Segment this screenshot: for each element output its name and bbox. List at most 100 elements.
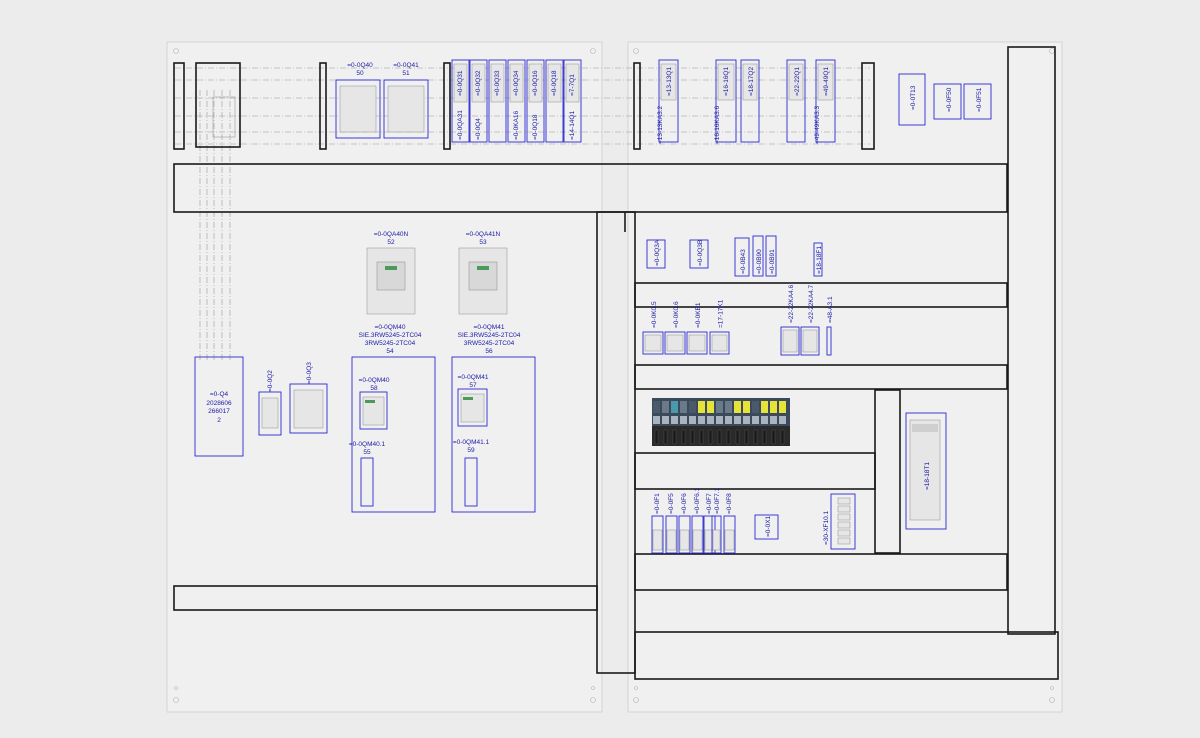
device-slot <box>740 59 760 143</box>
device-tag: =22-22KA4.7 <box>808 284 815 323</box>
relay <box>709 331 730 355</box>
device-tag: =13-13KA3.2 <box>657 105 664 144</box>
contactor-qa40n <box>366 247 416 315</box>
fuse <box>651 515 664 554</box>
device-tag: =0-0QA31 <box>457 110 464 140</box>
device-tag: =0-0Q34 <box>513 70 520 96</box>
device-tag: =49-49Q1 <box>823 67 830 96</box>
svg-text:=0-0Q40: =0-0Q40 <box>347 62 373 69</box>
q2-breaker <box>258 391 282 436</box>
fuse <box>711 515 722 554</box>
main-switch-housing <box>195 62 241 148</box>
breaker <box>545 59 564 143</box>
device-tag: =0-0Q4 <box>475 118 482 140</box>
svg-text:53: 53 <box>479 239 487 246</box>
qm41-1-fuse <box>464 457 478 507</box>
device-tag: =16-16KA3.6 <box>714 105 721 144</box>
vertical-rail-left <box>199 90 231 360</box>
fuse <box>691 515 704 554</box>
device-slot <box>734 237 750 277</box>
device-tag: =7-7Q1 <box>569 74 576 96</box>
device-tag: =0-0Q2 <box>267 370 274 392</box>
top-right-devices <box>658 59 836 143</box>
device-slot <box>752 235 764 277</box>
device-tag: =30-XF10.1 <box>823 510 830 545</box>
device-tag: =0-0Q3A <box>654 239 661 266</box>
power-supply-18t1 <box>905 412 947 530</box>
breaker <box>563 59 582 143</box>
device-tag: =0-0KE1 <box>695 302 702 328</box>
right-mounting-plate <box>627 41 1063 713</box>
svg-text:2: 2 <box>217 417 221 424</box>
device-tag: =0-0K0.5 <box>651 301 658 328</box>
end-stop <box>861 62 875 150</box>
terminal-0x1 <box>754 514 779 540</box>
svg-text:51: 51 <box>402 70 410 77</box>
svg-text:=0-0Q41: =0-0Q41 <box>393 62 419 69</box>
end-stop <box>319 62 327 150</box>
relay <box>664 331 686 355</box>
svg-text:=0-0QA40N: =0-0QA40N <box>374 231 409 238</box>
bottom-fuse-row <box>651 515 736 554</box>
svg-text:=0-0QA41N: =0-0QA41N <box>466 231 501 238</box>
qm41-group <box>451 356 536 513</box>
device-slot <box>815 59 836 143</box>
svg-text:=0-0QM40: =0-0QM40 <box>375 324 406 331</box>
svg-text:55: 55 <box>363 449 371 456</box>
qm41-starter <box>457 388 488 427</box>
device-tag: =0-0B91 <box>769 249 776 274</box>
device-tag: =0-0Q33 <box>494 70 501 96</box>
device-tag: =0-0K0.6 <box>673 301 680 328</box>
top-left-breakers <box>335 59 582 143</box>
mid-devices <box>642 235 832 356</box>
device-tag: =0-0Q16 <box>532 70 539 96</box>
device-tag: =0-0F1 <box>654 493 661 514</box>
qm40-1-fuse <box>360 457 374 507</box>
device-tag: =0-0Q3 <box>306 362 313 384</box>
device-tag: =0-0Q18 <box>532 114 539 140</box>
breaker <box>526 59 545 143</box>
relay <box>826 326 832 356</box>
device-tag: =0-0Q3B <box>697 240 704 266</box>
svg-text:=0-0QM41: =0-0QM41 <box>474 324 505 331</box>
device-slot <box>689 239 709 269</box>
svg-text:58: 58 <box>370 385 378 392</box>
device-tag: =0-0KA16 <box>513 111 520 140</box>
svg-text:50: 50 <box>356 70 364 77</box>
terminal-block-xf10 <box>830 493 856 550</box>
device-tag: =0-0Q31 <box>457 70 464 96</box>
svg-text:56: 56 <box>485 348 493 355</box>
svg-text:=0-Q4: =0-Q4 <box>210 391 229 398</box>
fuse <box>723 515 736 554</box>
svg-text:=0-0QM41.1: =0-0QM41.1 <box>453 439 490 446</box>
device-tag: =0-0F51 <box>976 87 983 112</box>
svg-text:2028606: 2028606 <box>206 400 232 407</box>
vertical-labels: =0-0Q31=0-0Q32=0-0Q33=0-0Q34=0-0Q16=0-0Q… <box>267 67 983 545</box>
top-din-rail <box>175 67 870 145</box>
relay <box>800 326 820 356</box>
device-slot <box>786 59 806 143</box>
labels: =0-0Q40 50 =0-0Q41 51 =0-0QA40N 52 =0-0Q… <box>206 62 520 456</box>
relay <box>780 326 800 356</box>
end-stop <box>443 62 451 150</box>
end-stop <box>173 62 185 150</box>
svg-text:=0-0QM40: =0-0QM40 <box>359 377 390 384</box>
breaker <box>507 59 526 143</box>
device-tag: =0-0Q18 <box>551 70 558 96</box>
device-tag: =22-22Q1 <box>794 67 801 96</box>
device-tag: =0-0B90 <box>756 249 763 274</box>
qm40-group <box>351 356 436 513</box>
plc-rack <box>652 398 790 446</box>
svg-text:SIE.3RW5245-2TC04: SIE.3RW5245-2TC04 <box>458 332 521 339</box>
relay <box>642 331 664 355</box>
top-far-devices <box>898 73 992 126</box>
device-tag: =16-16Q1 <box>723 67 730 96</box>
svg-text:266017: 266017 <box>208 408 230 415</box>
device-tag: =0-0X1 <box>765 515 772 537</box>
svg-text:3RW5245-2TC04: 3RW5245-2TC04 <box>365 340 416 347</box>
device-tag: =0-0F5 <box>668 493 675 514</box>
device-tag: =18-17Q2 <box>748 67 755 96</box>
device-slot <box>646 239 666 269</box>
